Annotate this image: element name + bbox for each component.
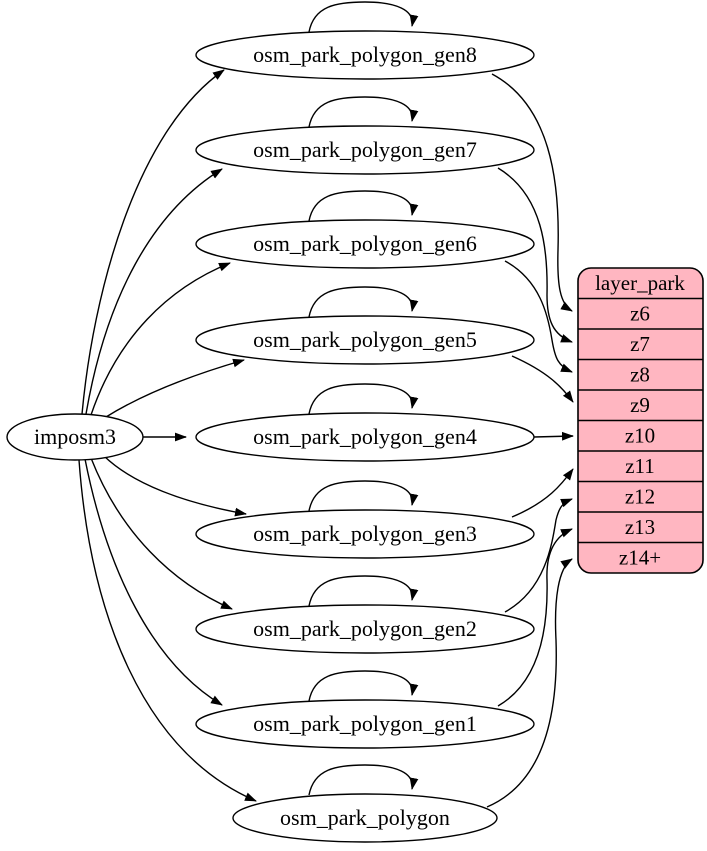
layer-row-z14: z14+: [619, 546, 661, 570]
imposm3-ellipse: [6, 413, 144, 461]
edge-imposm3-gen3: [103, 455, 247, 517]
polygon-label: osm_park_polygon: [280, 805, 450, 830]
node-osm-park-polygon-gen8: osm_park_polygon_gen8: [195, 30, 535, 80]
self-loop-gen7: [308, 96, 419, 128]
layer-row-z13: z13: [625, 515, 655, 539]
edges-to-layer-park: [486, 73, 574, 808]
node-osm-park-polygon-gen5: osm_park_polygon_gen5: [195, 315, 535, 365]
self-loop-gen5: [308, 286, 419, 318]
node-osm-park-polygon-gen2: osm_park_polygon_gen2: [195, 604, 535, 654]
edge-gen5-z9: [511, 355, 574, 403]
gen2-label: osm_park_polygon_gen2: [253, 616, 477, 641]
layer-row-z11: z11: [625, 454, 655, 478]
edge-gen8-z6: [491, 73, 573, 312]
edge-gen1-z13: [497, 528, 573, 707]
gen3-label: osm_park_polygon_gen3: [253, 521, 477, 546]
edge-gen2-z12: [504, 498, 573, 613]
self-loop-edges: [308, 1, 419, 796]
node-imposm3: imposm3: [6, 413, 144, 461]
edge-polygon-z14: [486, 558, 573, 808]
node-osm-park-polygon-gen3: osm_park_polygon_gen3: [195, 509, 535, 559]
self-loop-gen6: [308, 190, 419, 222]
gen6-label: osm_park_polygon_gen6: [253, 231, 477, 256]
gen4-ellipse: [195, 412, 535, 462]
gen5-ellipse: [195, 315, 535, 365]
gen2-ellipse: [195, 604, 535, 654]
gen8-ellipse: [195, 30, 535, 80]
edge-gen3-z11: [511, 468, 574, 518]
node-osm-park-polygon-gen6: osm_park_polygon_gen6: [195, 219, 535, 269]
self-loop-polygon: [308, 764, 419, 796]
polygon-ellipse: [232, 793, 498, 843]
edge-imposm3-polygon: [78, 459, 257, 802]
self-loop-gen4: [308, 383, 419, 415]
edge-imposm3-gen7: [85, 168, 223, 415]
self-loop-gen8: [308, 1, 419, 33]
self-loop-gen2: [308, 575, 419, 607]
gen7-label: osm_park_polygon_gen7: [253, 137, 477, 162]
self-loop-gen1: [308, 670, 419, 702]
layer-park-title: layer_park: [595, 271, 685, 295]
edge-imposm3-gen8: [81, 69, 225, 415]
imposm3-label: imposm3: [34, 424, 116, 449]
gen6-ellipse: [195, 219, 535, 269]
gen1-label: osm_park_polygon_gen1: [253, 711, 477, 736]
gen3-ellipse: [195, 509, 535, 559]
layer-row-z9: z9: [630, 393, 650, 417]
edge-imposm3-gen2: [90, 457, 233, 610]
gen5-label: osm_park_polygon_gen5: [253, 327, 477, 352]
gen4-label: osm_park_polygon_gen4: [253, 424, 477, 449]
node-osm-park-polygon-gen7: osm_park_polygon_gen7: [195, 125, 535, 175]
edge-imposm3-gen1: [84, 458, 223, 706]
layer-row-z6: z6: [630, 302, 650, 326]
node-osm-park-polygon: osm_park_polygon: [232, 793, 498, 843]
edge-gen4-z10: [533, 431, 574, 441]
layer-row-z8: z8: [630, 363, 650, 387]
node-osm-park-polygon-gen1: osm_park_polygon_gen1: [195, 699, 535, 749]
gen8-label: osm_park_polygon_gen8: [253, 42, 477, 67]
layer-row-z10: z10: [625, 424, 655, 448]
layer-row-z12: z12: [625, 485, 655, 509]
edge-imposm3-gen6: [90, 262, 231, 416]
edge-imposm3-gen5: [105, 358, 245, 418]
edge-gen6-z8: [504, 260, 573, 373]
layer-row-z7: z7: [630, 332, 650, 356]
edge-gen7-z7: [497, 167, 573, 343]
edges-from-imposm3: [78, 69, 257, 802]
gen1-ellipse: [195, 699, 535, 749]
gen7-ellipse: [195, 125, 535, 175]
self-loop-gen3: [308, 480, 419, 512]
node-osm-park-polygon-gen4: osm_park_polygon_gen4: [195, 412, 535, 462]
layer-park-record: layer_park z6 z7 z8 z9 z10 z11 z12 z13 z…: [577, 267, 704, 574]
